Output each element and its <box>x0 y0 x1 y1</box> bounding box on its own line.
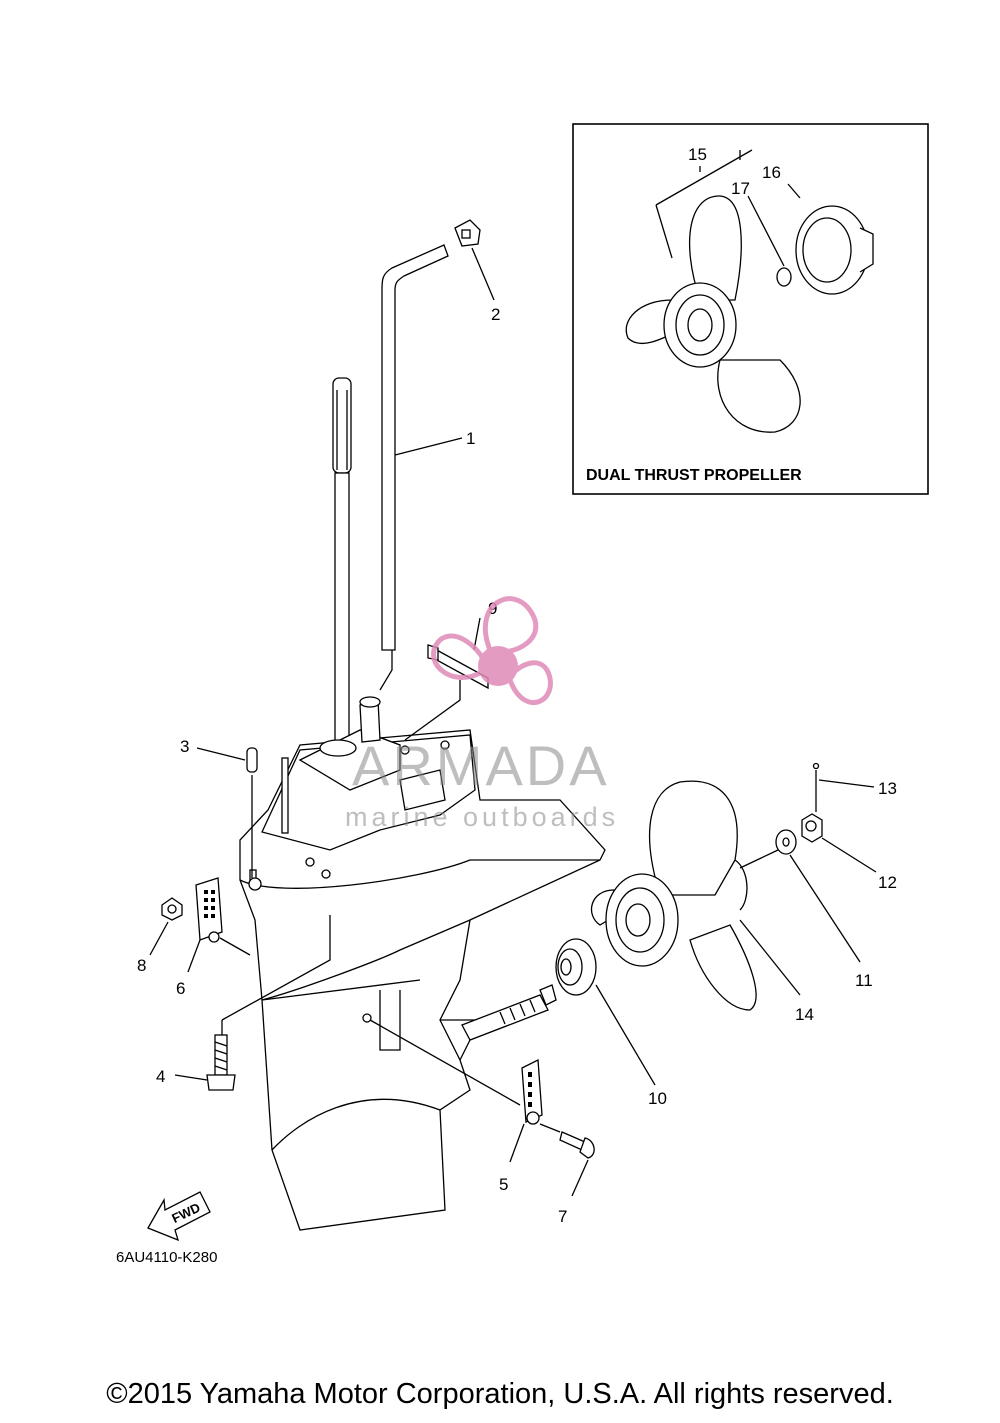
inset-thrust-hub <box>795 205 874 295</box>
callout-17: 17 <box>731 179 750 198</box>
part-4-bolt: 4 <box>156 1034 236 1091</box>
inset-washer <box>776 267 792 287</box>
lower-casing <box>221 650 606 1231</box>
callout-11: 11 <box>855 971 873 990</box>
propeller-logo-icon <box>431 596 553 705</box>
propeller-shaft <box>461 984 557 1041</box>
part-14-propeller: 14 <box>590 780 814 1024</box>
dual-thrust-propeller-inset: DUAL THRUST PROPELLER 15 16 17 <box>572 123 929 495</box>
callout-3: 3 <box>180 737 189 756</box>
part-13-cotter-pin: 13 <box>812 762 897 812</box>
diagram-code: 6AU4110-K280 <box>116 1249 217 1266</box>
part-6-anode: 6 <box>176 877 251 998</box>
callout-5: 5 <box>499 1175 508 1194</box>
part-8-nut: 8 <box>137 897 183 975</box>
part-11-washer: 11 <box>775 829 873 990</box>
callout-15: 15 <box>688 145 707 164</box>
watermark-brand: ARMADA <box>352 734 610 797</box>
callout-4: 4 <box>156 1067 165 1086</box>
part-10-thrust-hub: 10 <box>555 938 667 1108</box>
part-7-screw: 7 <box>539 1123 595 1226</box>
callout-1: 1 <box>466 429 475 448</box>
callout-7: 7 <box>558 1207 567 1226</box>
part-12-nut: 12 <box>801 813 897 892</box>
inset-title: DUAL THRUST PROPELLER <box>586 467 802 484</box>
callout-10: 10 <box>648 1089 667 1108</box>
callout-14: 14 <box>795 1005 814 1024</box>
part-5-trim-tab: 5 <box>362 1013 543 1194</box>
part-1-water-tube: 1 <box>381 244 475 651</box>
watermark-tagline: marine outboards <box>345 802 619 832</box>
callout-6: 6 <box>176 979 185 998</box>
callout-8: 8 <box>137 956 146 975</box>
inset-propeller <box>625 195 801 433</box>
callout-2: 2 <box>491 305 500 324</box>
part-2-grommet: 2 <box>454 219 500 324</box>
part-3-dowel-pin: 3 <box>180 737 258 878</box>
armada-watermark: ARMADA marine outboards <box>345 596 619 832</box>
copyright-footer: ©2015 Yamaha Motor Corporation, U.S.A. A… <box>106 1378 894 1410</box>
fwd-arrow-icon: FWD <box>147 1191 211 1242</box>
callout-16: 16 <box>762 163 781 182</box>
drive-shaft <box>332 377 352 759</box>
callout-13: 13 <box>878 779 897 798</box>
callout-12: 12 <box>878 873 897 892</box>
